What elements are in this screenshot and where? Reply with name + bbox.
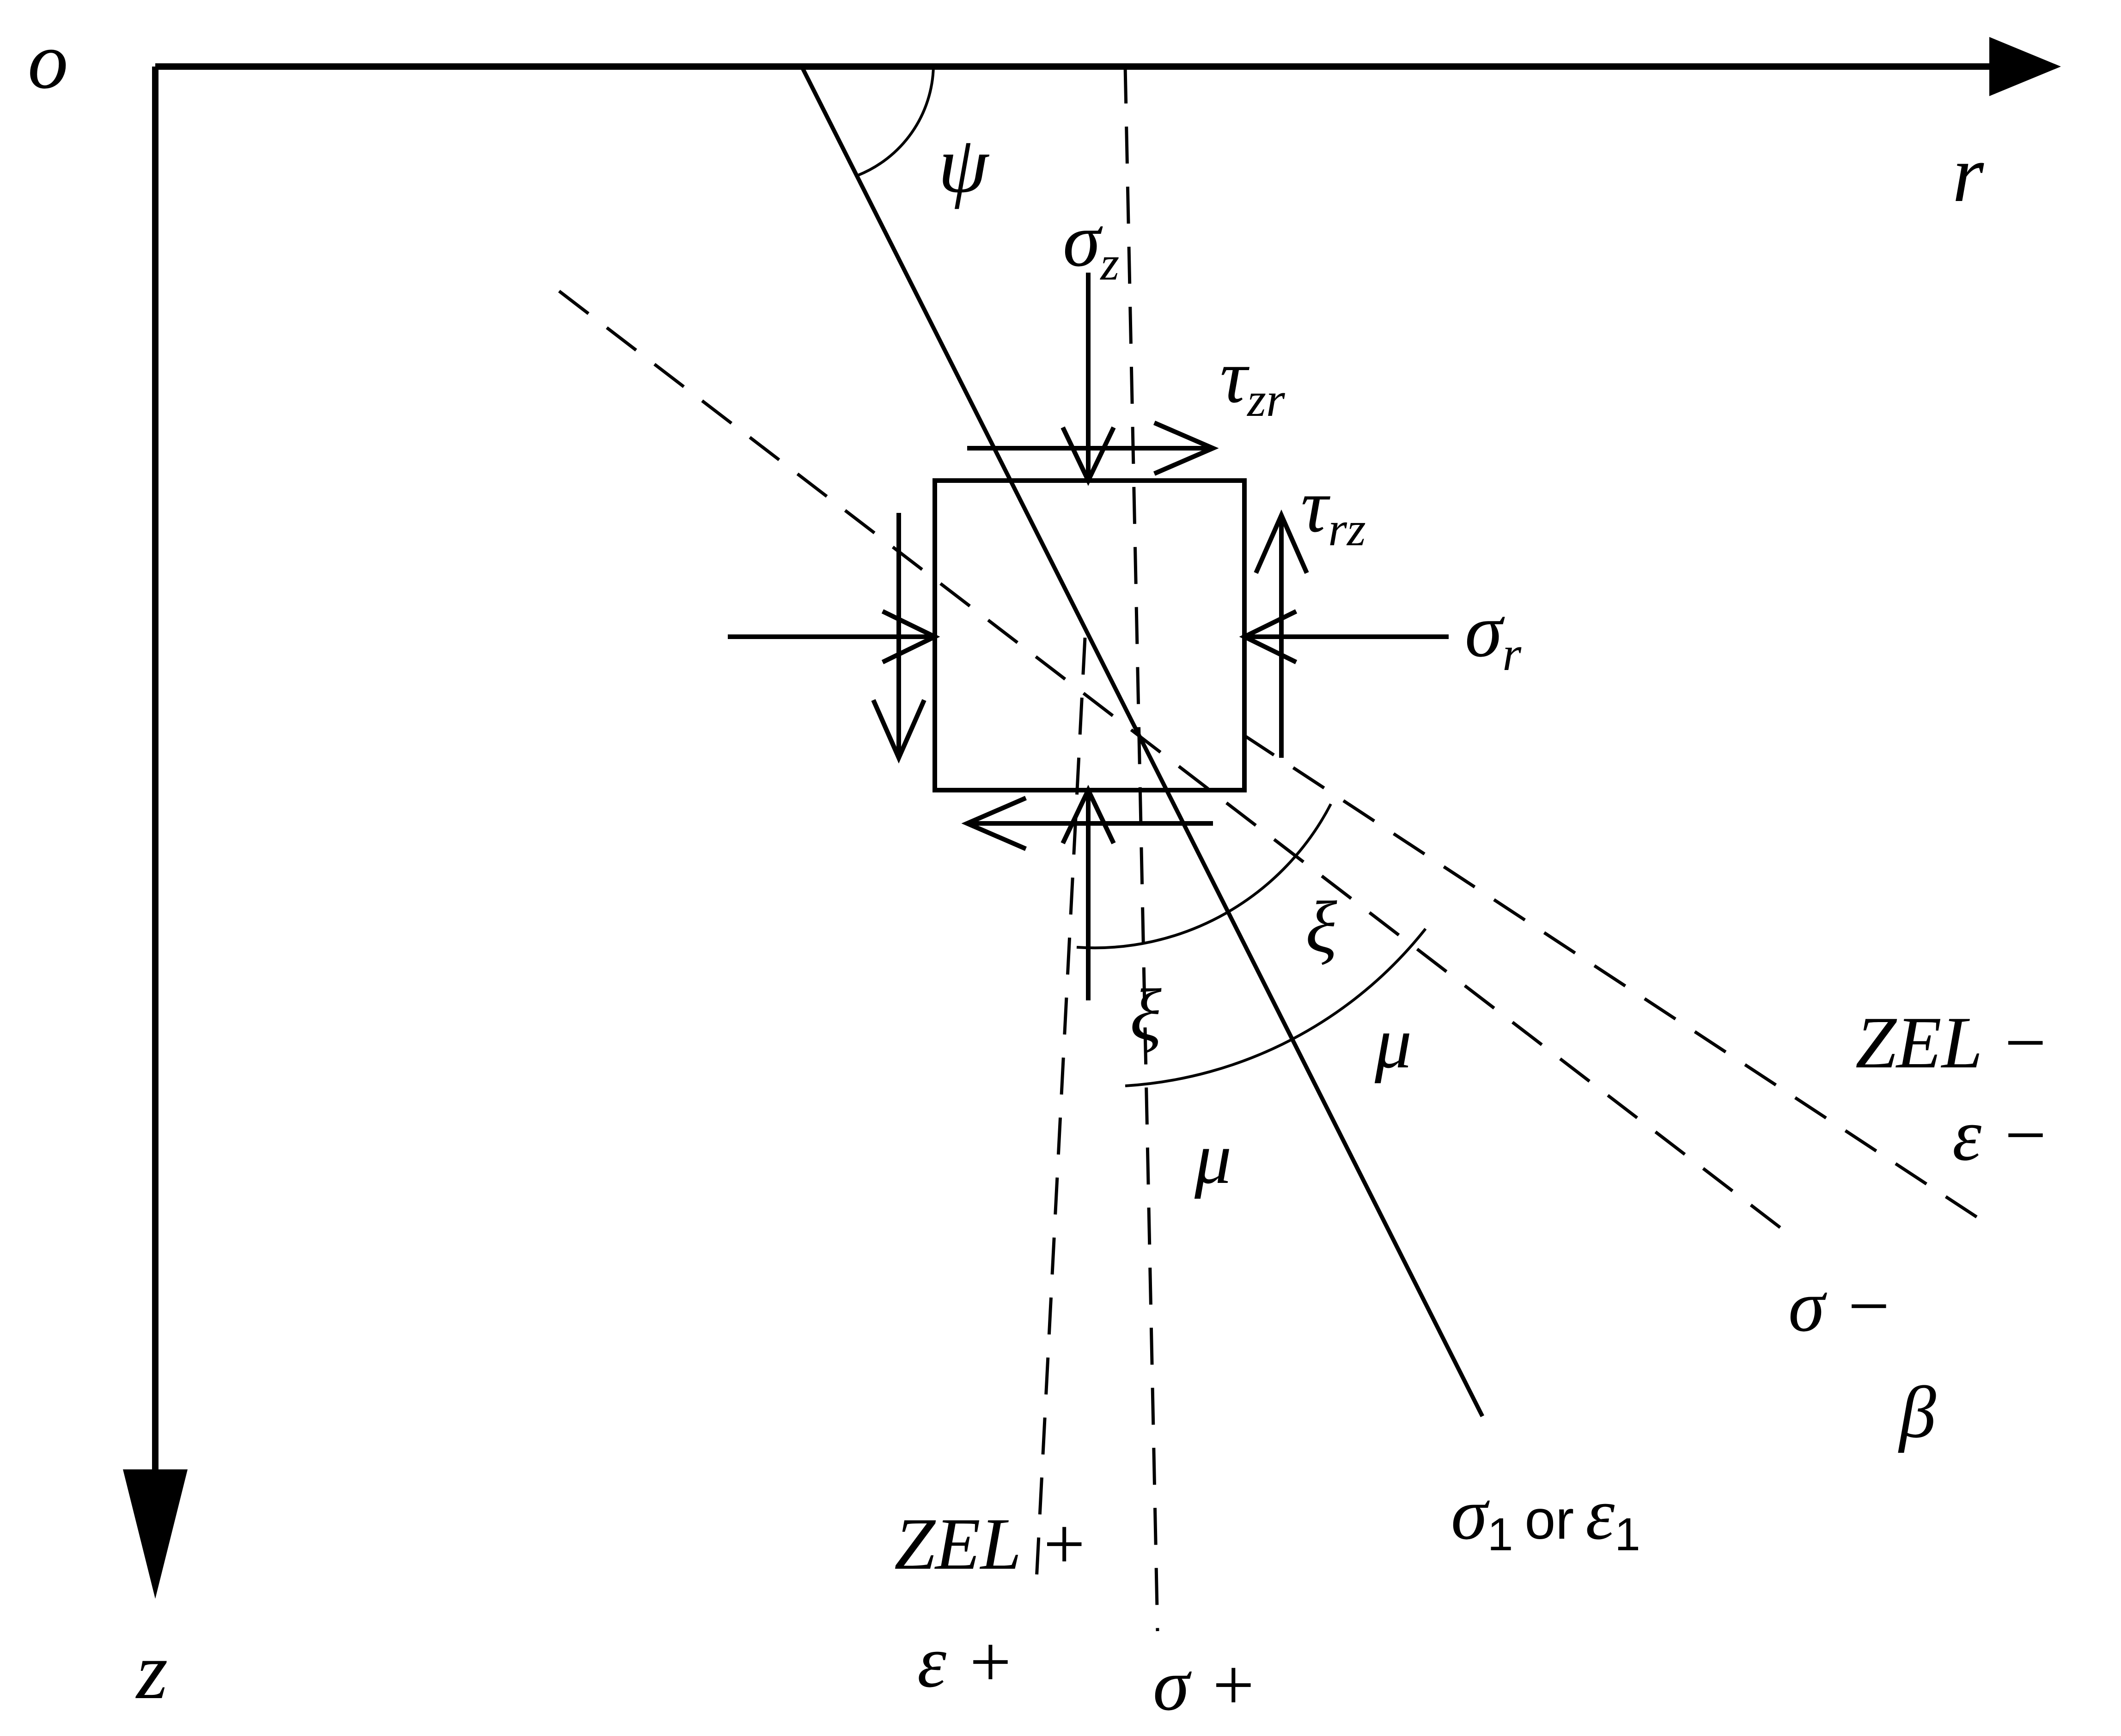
mu-arc (1125, 928, 1427, 1087)
z-axis-arrowhead (123, 1469, 188, 1599)
beta-label: β (1898, 1371, 1936, 1453)
sigma-z-top-arrowhead (1060, 426, 1116, 486)
zel-plus-line (1035, 637, 1087, 1581)
psi-label: ψ (938, 120, 990, 209)
sigma-plus-line (1123, 66, 1159, 1632)
psi-arc (856, 66, 935, 177)
xi-arc-upper (1076, 803, 1332, 950)
sigma-r-right-arrowhead (1239, 609, 1298, 664)
sigma-minus-line (558, 290, 1790, 1235)
xi-label-upper: ξ (1305, 886, 1337, 968)
zel-minus-line (1242, 733, 1993, 1228)
xi-label-lower: ξ (1130, 974, 1162, 1056)
tau-zr-top-arrowhead (1153, 420, 1219, 476)
origin-label: o (28, 16, 68, 105)
sigma-minus-label: σ − (1788, 1265, 1893, 1347)
sigma1-line (799, 65, 1485, 1418)
r-axis-arrowhead (1989, 37, 2061, 96)
sigma-z-label: σz (1063, 198, 1119, 290)
tau-rz-left-arrowhead (871, 699, 926, 764)
sigma-plus-label: σ + (1153, 1644, 1258, 1726)
tau-rz-label: τrz (1301, 463, 1366, 556)
tau-rz-right-arrowhead (1254, 509, 1309, 574)
zel-plus-label: ZEL + (894, 1503, 1089, 1585)
angle-arcs (856, 66, 1427, 1087)
axes (152, 63, 2005, 1488)
dashed-lines (558, 66, 1993, 1632)
r-axis-label: r (1952, 129, 1984, 219)
sigma-r-label: σr (1465, 588, 1522, 681)
stress-arrows (728, 273, 1449, 1000)
tau-zr-label: τzr (1220, 334, 1286, 426)
eps-minus-label: ε − (1952, 1094, 2050, 1176)
zel-minus-label: ZEL − (1855, 1001, 2050, 1084)
z-axis-label: z (135, 1626, 168, 1716)
mu-label-lower: μ (1194, 1117, 1231, 1199)
eps-plus-label: ε + (917, 1620, 1015, 1703)
mu-label-upper: μ (1374, 1001, 1412, 1084)
tau-zr-bottom-arrowhead (961, 796, 1027, 851)
